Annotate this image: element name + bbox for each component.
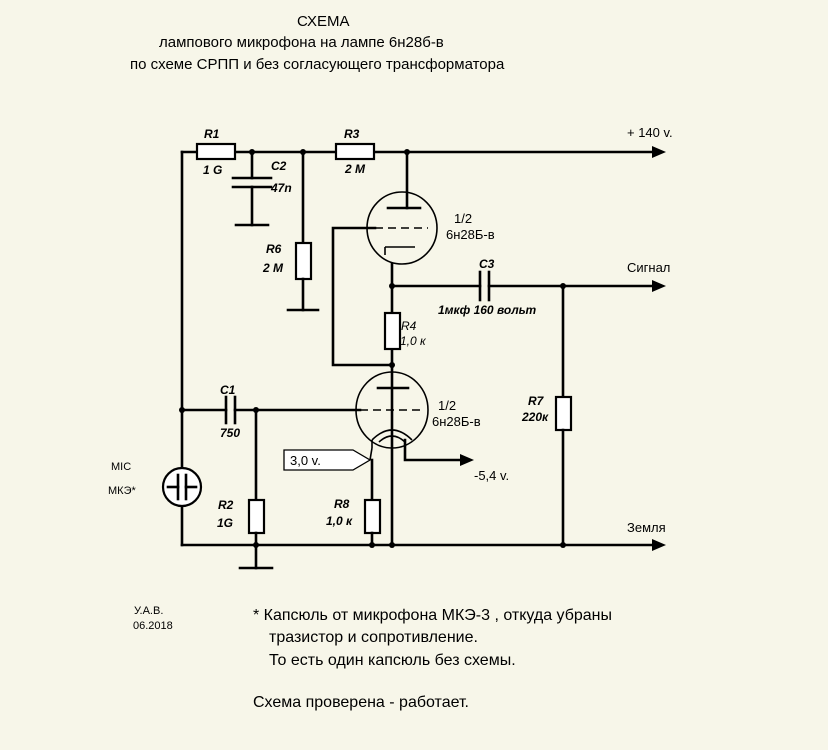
r4-name: R4 [401,319,417,333]
r3-name: R3 [344,127,360,141]
c2-value: 47n [270,181,292,195]
title-line3: по схеме СРПП и без согласующего трансфо… [130,56,505,73]
top-tube [366,150,438,547]
c2-name: C2 [271,159,287,173]
r4-resistor [383,311,402,351]
c3-value: 1мкф 160 вольт [438,303,537,317]
heater-line [403,438,474,466]
author-initials: У.А.В. [134,605,163,617]
note-line4: Схема проверена - работает. [253,694,469,711]
mic-label: MIC [111,461,131,473]
title-line2: лампового микрофона на лампе 6н28б-в [159,34,444,51]
c3-name: C3 [479,257,495,271]
top-tube-section: 1/2 [454,211,472,226]
r2-value: 1G [217,516,233,530]
r8-value: 1,0 к [326,514,353,528]
r6-name: R6 [266,242,282,256]
r3-value: 2 M [344,162,366,176]
bottom-tube-type: 6н28Б-в [432,414,481,429]
cathode-voltage-label: 3,0 v. [290,453,321,468]
c2-capacitor [231,150,273,227]
signal-label: Сигнал [627,260,670,275]
top-tube-type: 6н28Б-в [446,227,495,242]
mic-capsule [161,466,203,508]
r8-name: R8 [334,497,350,511]
signal-rail [389,270,666,302]
r7-name: R7 [528,394,545,408]
author-date: 06.2018 [133,620,173,632]
ground-label: Земля [627,520,666,535]
ground-rail [180,539,666,551]
r6-value: 2 M [262,261,284,275]
note-line3: То есть один капсюль без схемы. [269,652,516,669]
input-line [179,395,362,425]
r1-value: 1 G [203,163,222,177]
r6-resistor [286,150,320,312]
r7-value: 220к [521,410,549,424]
c1-name: C1 [220,383,236,397]
r7-resistor [554,284,573,548]
note-line2: тразистор и сопротивление. [269,629,478,646]
r2-name: R2 [218,498,234,512]
c1-value: 750 [220,426,240,440]
cathode-voltage-callout [283,447,373,471]
r1-name: R1 [204,127,220,141]
r8-resistor [363,458,382,547]
note-line1: * Капсюль от микрофона МКЭ-3 , откуда уб… [253,607,612,624]
grid-link [331,226,395,368]
r3-resistor [334,142,376,161]
bottom-tube-section: 1/2 [438,398,456,413]
r4-value: 1,0 к [400,334,427,348]
r2-resistor [238,408,274,570]
r1-resistor [195,142,237,161]
title-line1: СХЕМА [297,13,350,30]
mic-type-label: МКЭ* [108,485,136,497]
supply-label: + 140 v. [627,125,673,140]
heater-label: -5,4 v. [474,468,509,483]
